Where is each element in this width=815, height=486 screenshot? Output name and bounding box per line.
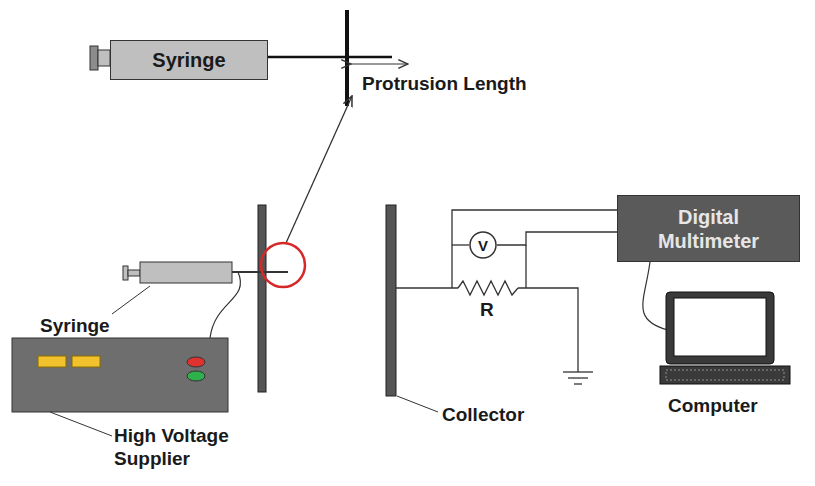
node-text: Digital Multimeter [644,205,774,253]
syringe-box: Syringe [110,40,268,80]
dimension-label: Protrusion Length [362,72,552,95]
node-text: Syringe [152,48,225,72]
multimeter-box: Digital Multimeter [617,195,800,262]
leader-line [397,396,438,412]
resistor-symbol [458,281,518,295]
node-text: V [478,236,488,255]
collector-plate [386,205,396,396]
zoom-arrow [286,96,352,243]
part-label: Syringe [40,314,140,337]
syringe-detail [90,10,408,106]
leader-line [50,412,112,436]
part-label: Computer [668,394,798,417]
voltmeter-circle: V [469,231,497,259]
hv-wire [210,272,240,338]
signal-wire [497,232,617,245]
part-label: R [480,298,500,321]
part-label: High Voltage Supplier [114,424,244,470]
leader-line [112,286,150,314]
circuit-wires [396,210,617,384]
hv-supplier-symbol [12,338,228,412]
computer-symbol [643,262,790,384]
part-label: Collector [442,403,562,426]
